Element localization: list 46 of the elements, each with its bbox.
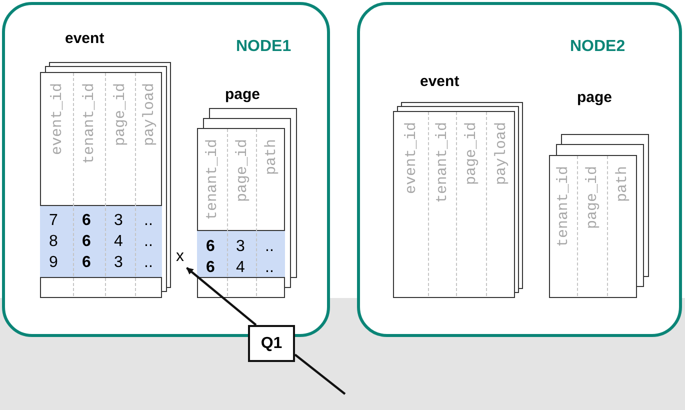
column-header: payload [494, 122, 508, 186]
column-header: page_id [464, 122, 479, 186]
table-cell: 3 [114, 213, 123, 229]
table-title: event [420, 73, 460, 90]
column-header: tenant_id [556, 166, 571, 248]
table-cell: 6 [82, 213, 91, 229]
line [294, 354, 346, 395]
column-header: path [615, 166, 630, 202]
node-title: NODE1 [236, 38, 292, 56]
table-cell: 6 [82, 255, 91, 271]
table-title: page [577, 89, 612, 106]
table-cell: 4 [114, 234, 123, 250]
column-header: event_id [50, 83, 64, 156]
column-header: event_id [404, 122, 418, 194]
table-cell: 6 [206, 239, 215, 255]
column-header: tenant_id [205, 139, 220, 220]
table-cell: 6 [206, 260, 215, 276]
column-header: tenant_id [435, 122, 450, 204]
column-header: page_id [585, 166, 600, 230]
table-cell: 8 [49, 234, 58, 250]
column-header: path [264, 139, 278, 176]
table-cell: 3 [236, 239, 245, 255]
query-label-box: Q1 [248, 325, 295, 362]
server-node-box [357, 2, 682, 337]
node-title: NODE2 [570, 38, 626, 56]
table-stack [393, 73, 523, 298]
table-cell: .. [144, 255, 153, 271]
table-cell: .. [265, 239, 274, 255]
table-cell: .. [144, 234, 153, 250]
table-title: page [225, 86, 260, 103]
table-cell: .. [144, 213, 153, 229]
cross-mark: x [176, 249, 184, 265]
table-title: event [65, 30, 104, 47]
table-cell: 4 [236, 260, 245, 276]
table-stack [40, 30, 171, 298]
column-header: page_id [234, 139, 250, 202]
column-header: page_id [113, 83, 128, 146]
column-header: tenant_id [82, 83, 97, 164]
table-cell: 7 [49, 213, 58, 229]
column-header: payload [142, 83, 156, 146]
server-node-box [2, 2, 330, 337]
table-cell: 3 [114, 255, 123, 271]
table-cell: .. [265, 260, 274, 276]
table-cell: 9 [49, 255, 58, 271]
arrow [186, 267, 257, 326]
table-cell: 6 [82, 234, 91, 250]
